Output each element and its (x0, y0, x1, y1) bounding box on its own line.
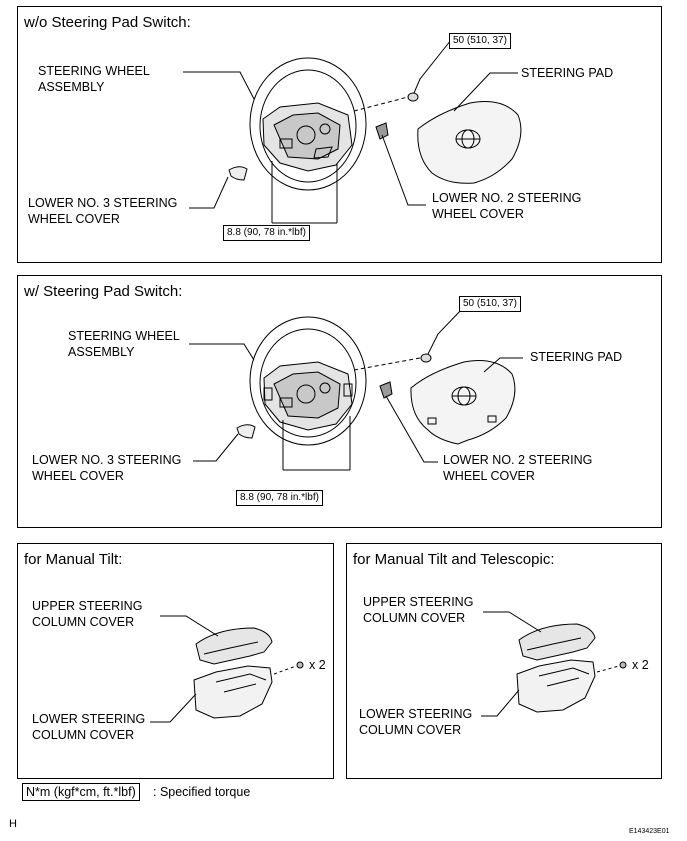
steering-wheel-diagram (18, 7, 663, 264)
label-steering-pad: STEERING PAD (530, 350, 623, 364)
label-upper-column-cover: UPPER STEERING COLUMN COVER (32, 599, 143, 629)
nut (408, 93, 418, 101)
lower-column-cover (194, 666, 272, 718)
torque-nut: 50 (510, 37) (459, 296, 521, 312)
label-lower-no2-cover: LOWER NO. 2 STEERING WHEEL COVER (432, 191, 582, 221)
label-steering-wheel-assembly: STEERING WHEEL ASSEMBLY (68, 329, 180, 359)
column-cover-diagram (18, 544, 335, 780)
panel-title: w/o Steering Pad Switch: (24, 14, 191, 31)
label-lower-no2-cover: LOWER NO. 2 STEERING WHEEL COVER (443, 453, 593, 483)
steering-pad (411, 361, 515, 445)
screw (620, 662, 626, 668)
lower-column-cover (517, 660, 595, 712)
lower-no3-cover (237, 425, 255, 438)
panel-without-pad-switch: w/o Steering Pad Switch: (17, 6, 662, 263)
label-quantity: x 2 (632, 658, 649, 672)
panel-manual-tilt: for Manual Tilt: UPPER STEERING COLUMN C… (17, 543, 334, 779)
panel-title: for Manual Tilt: (24, 551, 123, 568)
panel-tilt-telescopic: for Manual Tilt and Telescopic: UPPER ST… (346, 543, 662, 779)
label-lower-column-cover: LOWER STEERING COLUMN COVER (32, 712, 146, 742)
steering-wheel-rim (250, 317, 366, 445)
label-steering-pad: STEERING PAD (521, 66, 614, 80)
panel-with-pad-switch: w/ Steering Pad Switch: (17, 275, 662, 528)
label-steering-wheel-assembly: STEERING WHEEL ASSEMBLY (38, 64, 150, 94)
panel-title: for Manual Tilt and Telescopic: (353, 551, 555, 568)
lower-no3-cover (229, 167, 247, 180)
label-upper-column-cover: UPPER STEERING COLUMN COVER (363, 595, 474, 625)
upper-column-cover (196, 628, 272, 664)
lower-no2-cover (376, 123, 388, 139)
steering-wheel-rim (250, 58, 366, 190)
label-lower-no3-cover: LOWER NO. 3 STEERING WHEEL COVER (28, 196, 178, 226)
label-lower-no3-cover: LOWER NO. 3 STEERING WHEEL COVER (32, 453, 182, 483)
lower-no2-cover (380, 382, 392, 398)
figure-code: E143423E01 (629, 828, 670, 835)
torque-screw: 8.8 (90, 78 in.*lbf) (236, 490, 323, 506)
legend-unit-box: N*m (kgf*cm, ft.*lbf) (22, 783, 140, 801)
nut (421, 354, 431, 362)
steering-pad (418, 102, 521, 184)
legend-text: : Specified torque (153, 785, 251, 799)
corner-letter: H (9, 818, 17, 830)
upper-column-cover (519, 624, 595, 660)
label-lower-column-cover: LOWER STEERING COLUMN COVER (359, 707, 473, 737)
label-quantity: x 2 (309, 658, 326, 672)
screw (297, 662, 303, 668)
steering-wheel-diagram (18, 276, 663, 529)
torque-nut: 50 (510, 37) (449, 33, 511, 49)
column-cover-diagram (347, 544, 663, 780)
panel-title: w/ Steering Pad Switch: (24, 283, 183, 300)
torque-screw: 8.8 (90, 78 in.*lbf) (223, 225, 310, 241)
